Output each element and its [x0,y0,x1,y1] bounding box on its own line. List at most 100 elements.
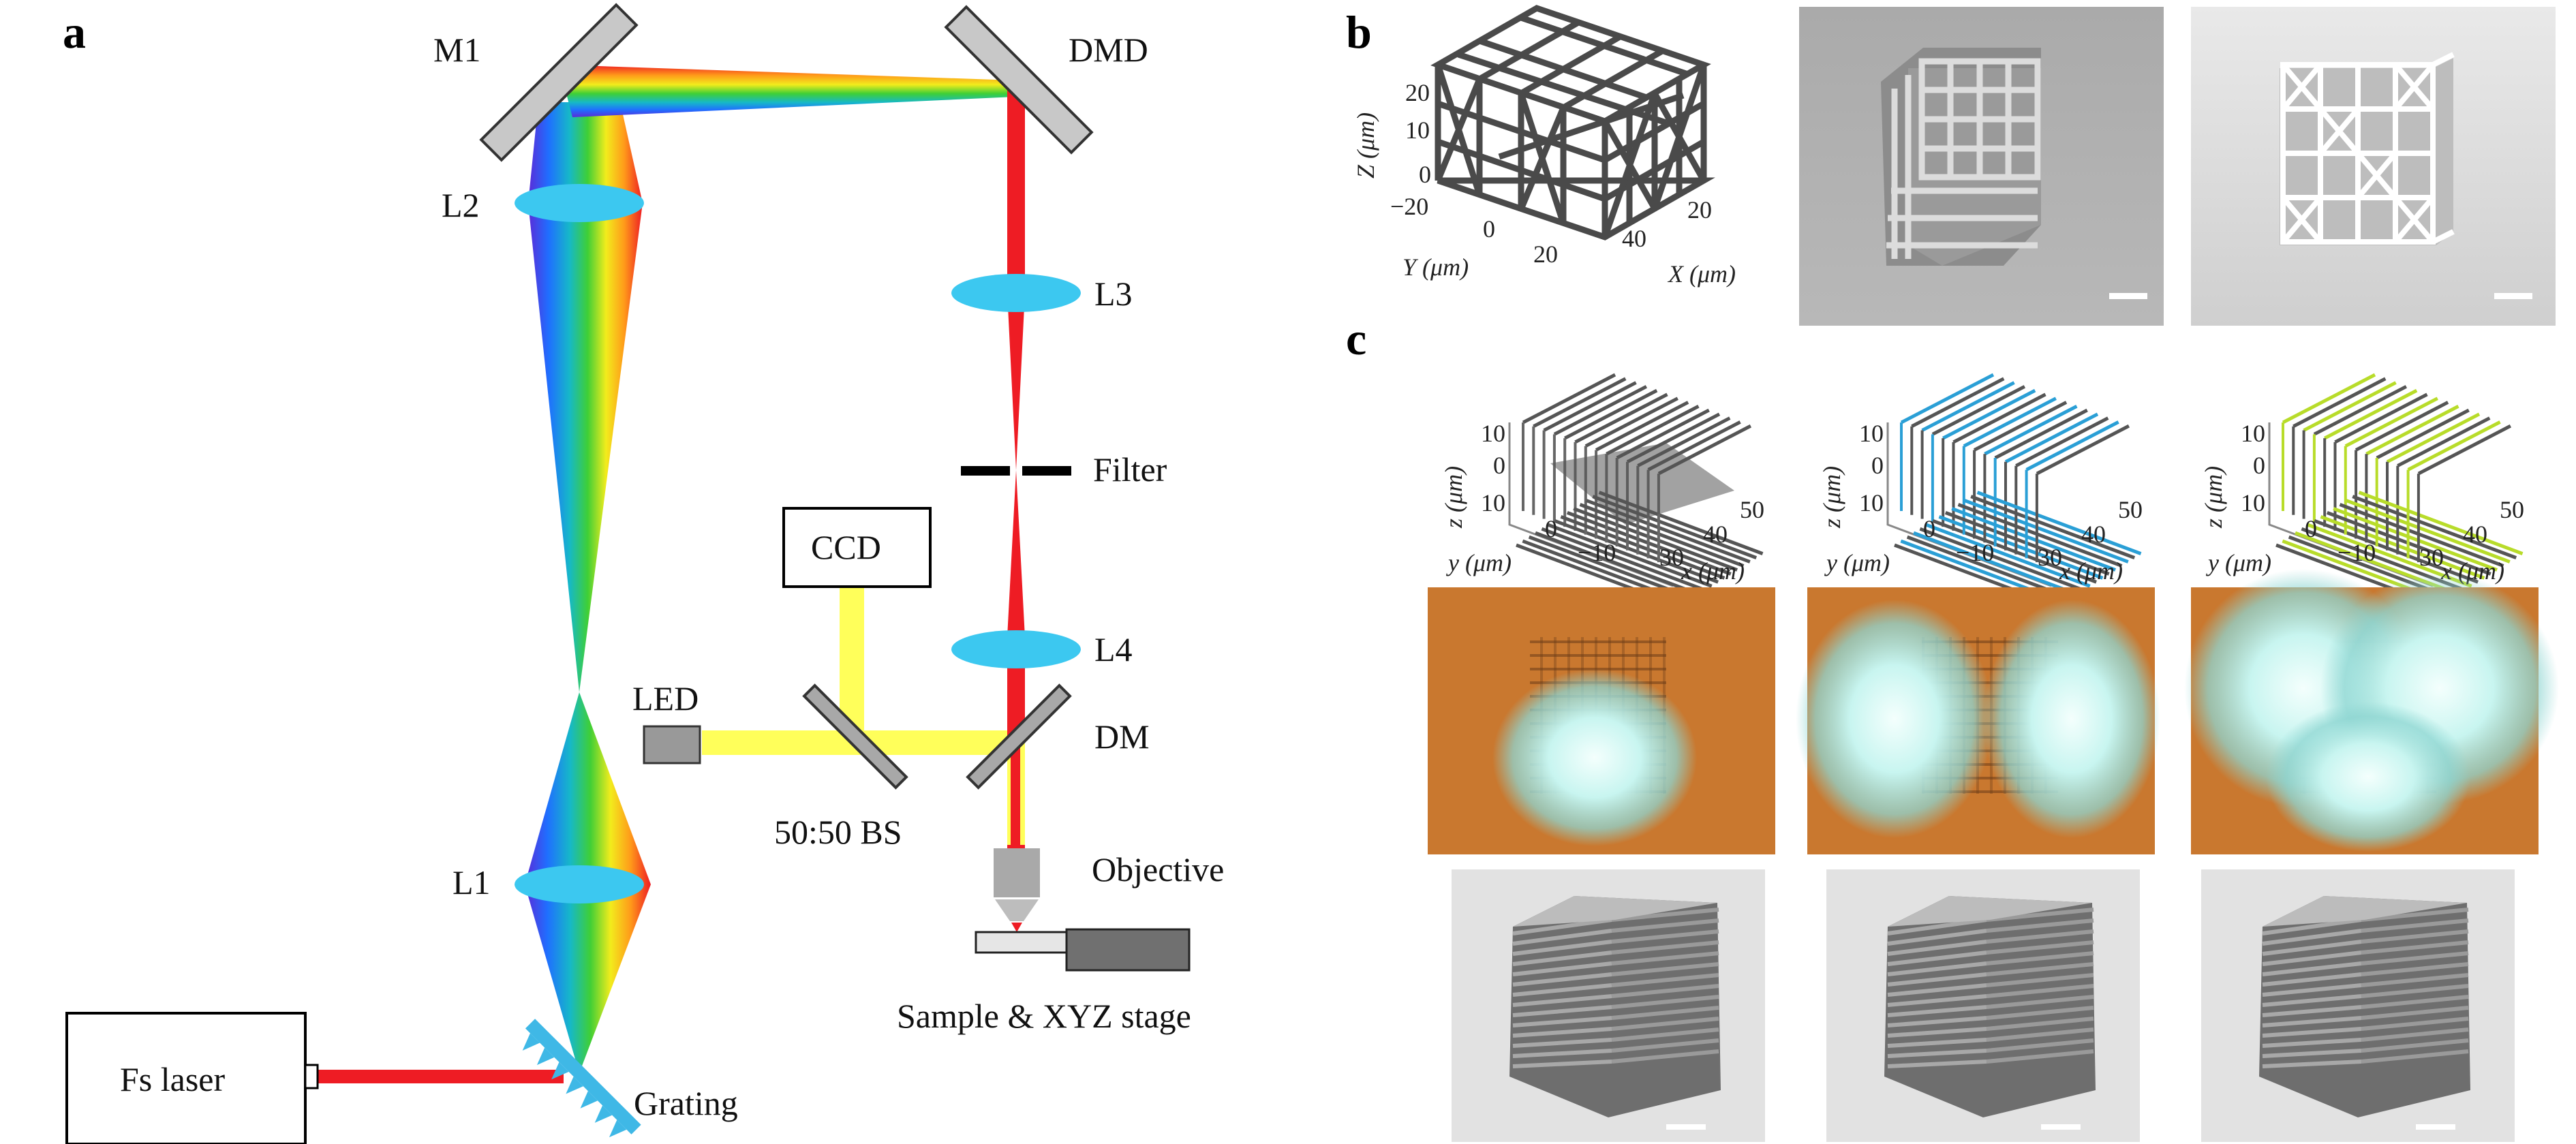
sem-ridge [1887,972,1987,987]
b-sem-image-1 [1799,7,2164,326]
b-z-axis-label: Z (μm) [1352,112,1379,179]
c-z-axis-label-2: z (μm) [1818,466,1845,529]
lattice-line [2376,408,2470,460]
lattice-line [2025,420,2119,471]
c-y-axis-label-3: y (μm) [2206,549,2271,576]
label-l4: L4 [1094,630,1133,668]
sem-ridge [1986,1017,2094,1031]
b-z-tick-0: 0 [1419,161,1431,188]
objective-tip [995,899,1039,921]
c-optical-image-2 [1796,587,2160,854]
sem-ridge [1611,1027,1719,1042]
lattice-line [2004,412,2099,464]
lattice-line [1970,495,2136,559]
sem-ridge [2262,994,2362,1007]
lattice-line [1560,515,1726,580]
label-m1: M1 [433,31,480,69]
sem-ridge [2262,1005,2362,1017]
sem-ridge [1611,908,1719,922]
lattice-line [1533,377,1627,428]
sem-ridge [2361,1006,2469,1020]
sem-ridge [1512,1027,1612,1038]
sem-ridge [2262,929,2362,946]
mirror-m1 [479,3,639,162]
c-x-tick-30-2: 30 [2038,544,2062,571]
lattice-line [1931,385,2026,436]
optical-setup-diagram [65,3,1191,1144]
lattice-line [1543,381,1637,432]
sem-ridge [2361,940,2469,955]
label-dm: DM [1094,717,1150,756]
sem-ridge [1986,951,2094,965]
c-y-tick-10-2: 10 [1859,489,1884,516]
c-y-axis-label-1: y (μm) [1446,549,1512,576]
lattice-line [2355,401,2449,452]
label-filter: Filter [1093,450,1167,489]
objective-body [994,848,1040,897]
c-sem-image-2 [1826,869,2140,1142]
lattice-line [1976,491,2142,555]
c-z-tick-10-3: 10 [2241,420,2265,447]
label-beam-splitter: 50:50 BS [774,813,902,851]
c-z-tick-0-1: 0 [1493,452,1505,479]
scale-bar [2041,1124,2081,1130]
sem-ridge [1611,1038,1719,1053]
sem-ridge [1887,918,1987,936]
sem-ridge [2262,918,2362,936]
lens-l2 [515,184,644,222]
laser-beam-vertical [1007,89,1025,293]
c-sem-image-3 [2201,869,2515,1142]
c-lattice-plot-2 [1886,373,2142,608]
sem-ridge [1611,1049,1719,1064]
lattice-line [1564,388,1658,440]
c-y-tick-10-3: 10 [2241,489,2265,516]
sem-ridge [1986,1027,2094,1042]
sem-ridge [1512,1060,1612,1068]
c-sem-image-1 [1452,869,1765,1142]
lattice-line [1938,515,2104,580]
sem-ridge [1887,994,1987,1007]
sem-ridge [1611,929,1719,944]
b-z-tick-minus20: −20 [1390,193,1428,220]
sem-ridge [1611,918,1719,933]
c-sem-images [1452,869,2515,1142]
c-x-axis-label-1: x (μm) [1681,557,1745,585]
sem-ridge [2361,908,2469,922]
lattice-line [1925,523,2091,588]
label-fs-laser: Fs laser [120,1060,226,1098]
lens-l3 [951,274,1081,312]
b-x-tick-40: 40 [1622,225,1646,252]
b-z-tick-10: 10 [1405,117,1430,144]
b-z-tick-20: 20 [1405,79,1430,106]
mirror-dmd [944,5,1094,155]
dichroic-mirror [966,683,1072,790]
sem-ridge [1611,1017,1719,1031]
lattice-line [1584,397,1678,448]
sem-ridge [2262,1049,2362,1058]
lattice-line [1595,401,1689,452]
sem-ridge [1512,972,1612,987]
c-z-tick-0-3: 0 [2253,452,2265,479]
spatial-filter-right [1022,466,1071,476]
sem-ridge [2361,918,2469,933]
c-x-tick-40-1: 40 [1703,521,1728,548]
sem-ridge [1887,983,1987,997]
xyz-stage [1065,928,1191,972]
c-y-tick-0-2: 0 [1923,515,1935,542]
b-y-tick-0: 0 [1483,215,1495,243]
c-z-tick-10-2: 10 [1859,420,1884,447]
sem-ridge [1887,1027,1987,1038]
lattice-line [2365,405,2459,456]
sem-ridge [1986,984,2094,998]
c-optical-image-3 [2184,569,2559,854]
lattice-line [2036,424,2130,476]
sem-ridge [1986,973,2094,987]
sem-ridge [1887,950,1987,966]
b-lattice-model [1430,5,1715,241]
lattice-line [2352,495,2517,559]
label-stage: Sample & XYZ stage [897,997,1191,1035]
sem-ridge [2262,961,2362,976]
c-x-tick-50-2: 50 [2118,496,2143,523]
c-x-axis-label-2: x (μm) [2059,557,2123,585]
sem-ridge [2361,1017,2469,1031]
